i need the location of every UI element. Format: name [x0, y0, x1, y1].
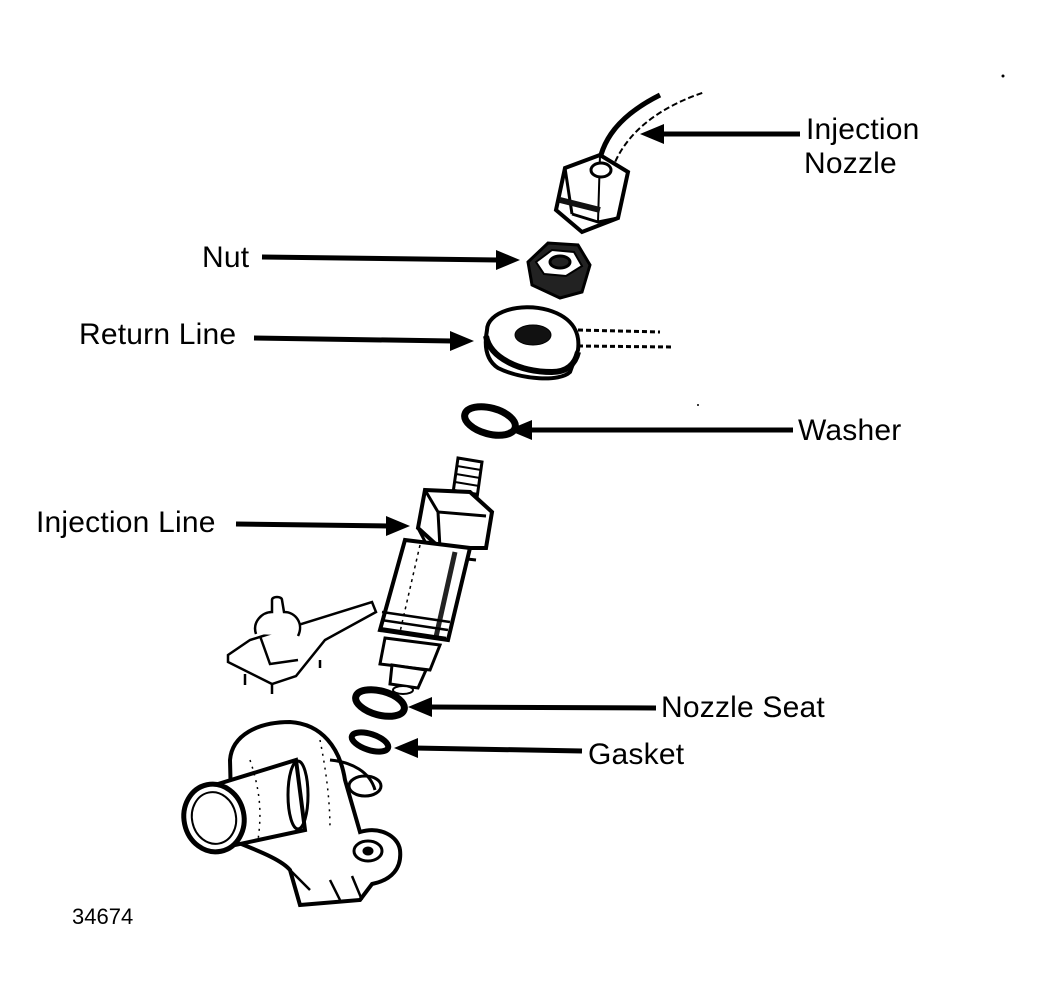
leader-nut	[261, 254, 499, 263]
nut-part	[526, 241, 592, 300]
washer-part	[461, 403, 519, 439]
arrowhead-injection-line	[386, 516, 410, 536]
cylinder-head-port	[181, 719, 403, 908]
return-line-banjo	[483, 305, 673, 381]
label-nut: Nut	[202, 241, 250, 274]
label-injection-nozzle-line2: Nozzle	[804, 147, 897, 180]
leader-nozzle-seat	[427, 704, 657, 711]
scan-speck	[697, 404, 699, 406]
leader-gasket	[413, 745, 583, 754]
label-return-line: Return Line	[79, 318, 237, 351]
label-nozzle-seat: Nozzle Seat	[661, 691, 825, 724]
label-injection-nozzle-line1: Injection	[806, 113, 920, 146]
label-injection-line: Injection Line	[36, 506, 216, 539]
leader-return-line	[253, 335, 453, 344]
injector-body	[377, 456, 495, 695]
arrowhead-washer	[508, 420, 532, 440]
nozzle-seat-part	[352, 686, 408, 720]
injection-nozzle-fitting	[553, 91, 706, 235]
gasket-part	[348, 729, 392, 755]
mounting-bracket	[226, 595, 378, 694]
arrowhead-injection-nozzle	[640, 124, 664, 144]
leader-injection-line	[235, 521, 389, 529]
scan-speck	[1001, 74, 1005, 78]
arrowhead-nozzle-seat	[408, 697, 432, 717]
arrowhead-gasket	[394, 738, 418, 758]
figure-number: 34674	[72, 904, 134, 929]
arrowheads	[386, 124, 664, 758]
arrowhead-nut	[496, 250, 520, 270]
label-washer: Washer	[798, 414, 902, 447]
arrowhead-return-line	[450, 331, 474, 351]
leader-lines	[235, 131, 800, 754]
label-gasket: Gasket	[588, 738, 685, 771]
